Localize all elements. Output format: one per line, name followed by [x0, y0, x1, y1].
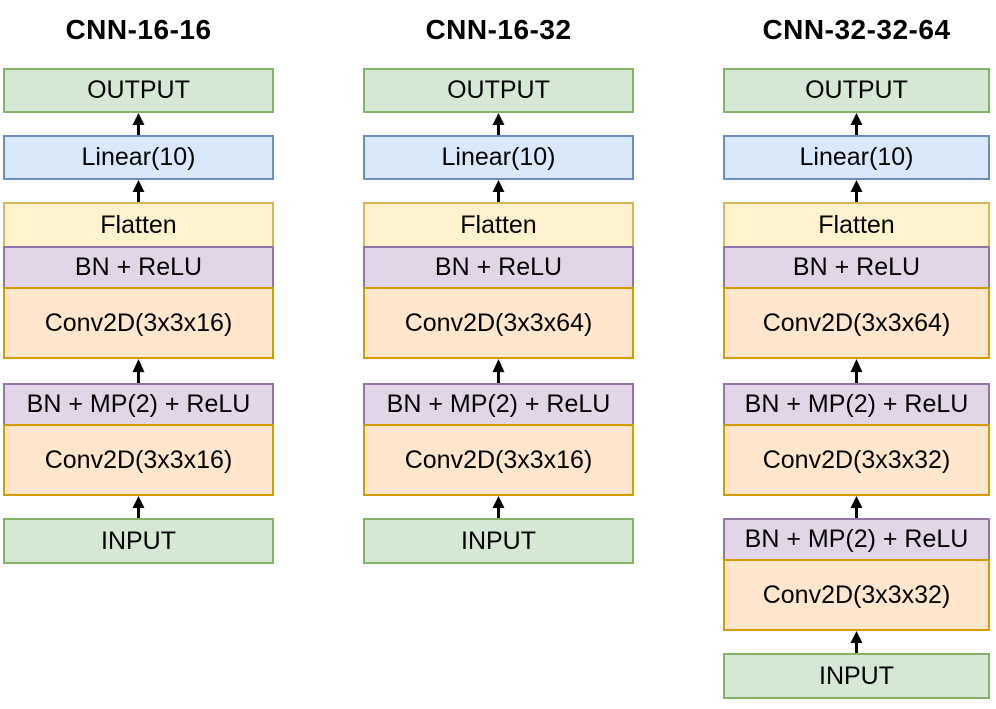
bn-relu-layer-box: BN + ReLU — [3, 246, 274, 289]
input-layer-box: INPUT — [723, 653, 990, 699]
arrow-up-icon — [492, 113, 505, 135]
column-title: CNN-16-16 — [65, 14, 212, 45]
arrow-up-icon — [850, 180, 863, 202]
conv-layer-box: Conv2D(3x3x64) — [363, 287, 634, 359]
linear-layer-box: Linear(10) — [3, 135, 274, 180]
bn-mp-relu-layer-box: BN + MP(2) + ReLU — [3, 383, 274, 426]
bn-relu-layer-box: BN + ReLU — [723, 246, 990, 289]
arrow-up-icon — [492, 496, 505, 518]
arrow-up-icon — [132, 113, 145, 135]
conv-layer-box: Conv2D(3x3x64) — [723, 287, 990, 359]
arrow-connector — [723, 113, 990, 135]
spacer — [3, 48, 274, 68]
arrow-up-icon — [492, 180, 505, 202]
conv-layer-box: Conv2D(3x3x32) — [723, 424, 990, 496]
conv-layer-box: Conv2D(3x3x32) — [723, 559, 990, 631]
bn-relu-layer-box: BN + ReLU — [363, 246, 634, 289]
arrow-connector — [723, 496, 990, 518]
cnn-column-1: CNN-16-16 OUTPUT Linear(10) Flatten BN +… — [3, 0, 274, 564]
flatten-layer-box: Flatten — [3, 202, 274, 248]
input-layer-box: INPUT — [3, 518, 274, 564]
output-layer-box: OUTPUT — [3, 68, 274, 113]
arrow-connector — [3, 359, 274, 383]
linear-layer-box: Linear(10) — [363, 135, 634, 180]
arrow-connector — [363, 496, 634, 518]
column-title: CNN-32-32-64 — [762, 14, 951, 45]
arrow-connector — [723, 359, 990, 383]
conv-layer-box: Conv2D(3x3x16) — [3, 287, 274, 359]
output-layer-box: OUTPUT — [723, 68, 990, 113]
column-title: CNN-16-32 — [425, 14, 572, 45]
arrow-up-icon — [850, 113, 863, 135]
cnn-column-2: CNN-16-32 OUTPUT Linear(10) Flatten BN +… — [363, 0, 634, 564]
flatten-layer-box: Flatten — [723, 202, 990, 248]
arrow-connector — [3, 113, 274, 135]
arrow-connector — [363, 113, 634, 135]
spacer — [723, 48, 990, 68]
arrow-up-icon — [492, 359, 505, 383]
arrow-up-icon — [850, 496, 863, 518]
spacer — [363, 48, 634, 68]
arrow-up-icon — [850, 631, 863, 653]
arrow-connector — [3, 496, 274, 518]
output-layer-box: OUTPUT — [363, 68, 634, 113]
bn-mp-relu-layer-box: BN + MP(2) + ReLU — [723, 518, 990, 561]
bn-mp-relu-layer-box: BN + MP(2) + ReLU — [363, 383, 634, 426]
arrow-up-icon — [132, 180, 145, 202]
bn-mp-relu-layer-box: BN + MP(2) + ReLU — [723, 383, 990, 426]
arrow-connector — [3, 180, 274, 202]
arrow-up-icon — [132, 496, 145, 518]
input-layer-box: INPUT — [363, 518, 634, 564]
conv-layer-box: Conv2D(3x3x16) — [3, 424, 274, 496]
arrow-connector — [723, 180, 990, 202]
arrow-connector — [723, 631, 990, 653]
arrow-up-icon — [850, 359, 863, 383]
flatten-layer-box: Flatten — [363, 202, 634, 248]
arrow-connector — [363, 180, 634, 202]
arrow-up-icon — [132, 359, 145, 383]
arrow-connector — [363, 359, 634, 383]
linear-layer-box: Linear(10) — [723, 135, 990, 180]
conv-layer-box: Conv2D(3x3x16) — [363, 424, 634, 496]
cnn-column-3: CNN-32-32-64 OUTPUT Linear(10) Flatten B… — [723, 0, 990, 699]
